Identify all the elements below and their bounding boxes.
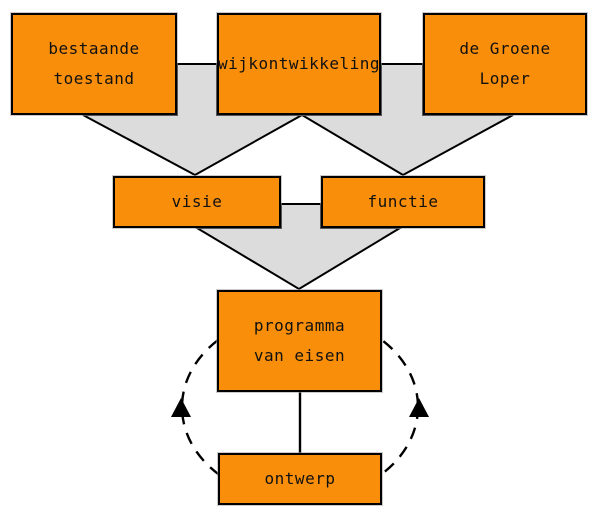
node-label-line: van eisen (253, 346, 346, 365)
feedback-arrowhead-left-icon (171, 398, 191, 417)
node-label-line: Loper (479, 69, 531, 88)
node-functie: functie (321, 176, 485, 228)
node-bestaande-toestand: bestaande toestand (11, 13, 177, 115)
node-label-line: functie (367, 192, 439, 211)
node-label-line: ontwerp (264, 469, 336, 488)
feedback-arrowhead-right-icon (409, 398, 429, 417)
node-label-line: de Groene (459, 39, 551, 58)
node-wijkontwikkeling: wijkontwikkeling (217, 13, 381, 115)
node-label-line: programma (253, 316, 346, 335)
node-visie: visie (113, 176, 281, 228)
node-de-groene-loper: de Groene Loper (423, 13, 587, 115)
node-label-line: wijkontwikkeling (217, 54, 381, 73)
node-ontwerp: ontwerp (218, 453, 382, 505)
node-label-line: visie (171, 192, 223, 211)
node-label-line: toestand (53, 69, 135, 88)
node-programma-van-eisen: programma van eisen (217, 290, 382, 392)
node-label-line: bestaande (48, 39, 140, 58)
